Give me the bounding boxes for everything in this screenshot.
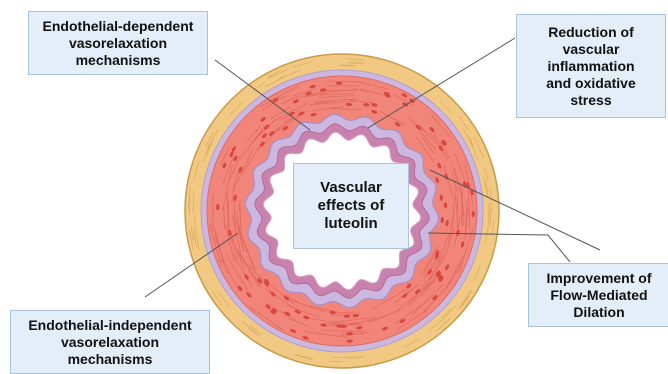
adventitia-fibre — [329, 361, 343, 362]
adventitia-fibre — [489, 203, 490, 226]
callout-inflammation-oxidative-stress: Reduction of vascular inflammation and o… — [516, 14, 666, 118]
callout-flow-mediated-dilation: Improvement of Flow-Mediated Dilation — [528, 263, 668, 327]
callout-vascular-effects-luteolin: Vascular effects of luteolin — [293, 163, 409, 249]
callout-endothelial-independent: Endothelial-independent vasorelaxation m… — [10, 310, 210, 374]
callout-endothelial-dependent: Endothelial-dependent vasorelaxation mec… — [28, 11, 208, 75]
